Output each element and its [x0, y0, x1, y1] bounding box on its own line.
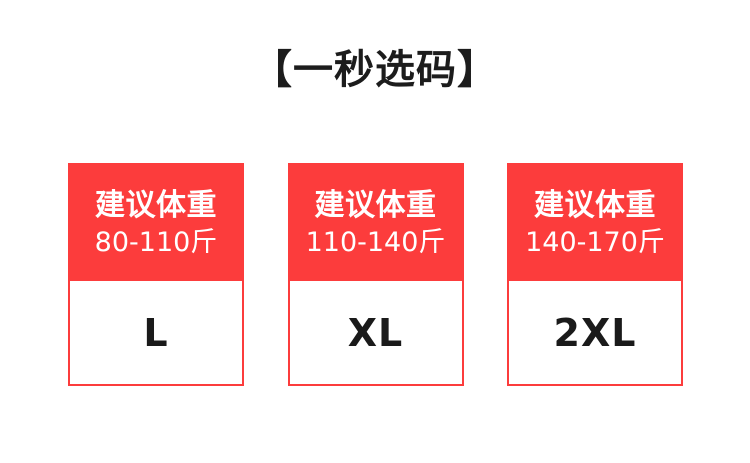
weight-range-value: 110-140斤 — [305, 226, 446, 258]
size-card[interactable]: 建议体重 110-140斤 XL — [287, 163, 464, 386]
size-card-header: 建议体重 110-140斤 — [287, 163, 464, 281]
size-value: XL — [347, 310, 404, 355]
size-value: 2XL — [553, 310, 637, 355]
page-title-container: 【一秒选码】 — [0, 44, 750, 96]
size-card-list: 建议体重 80-110斤 L 建议体重 110-140斤 XL 建议体重 140… — [68, 163, 683, 386]
recommended-weight-label: 建议体重 — [314, 187, 437, 223]
size-card-body[interactable]: 2XL — [507, 281, 683, 386]
recommended-weight-label: 建议体重 — [534, 187, 656, 223]
page-title: 【一秒选码】 — [252, 47, 498, 93]
size-card-body[interactable]: XL — [287, 281, 464, 386]
weight-range-value: 80-110斤 — [94, 226, 218, 258]
size-card-body[interactable]: L — [68, 281, 244, 386]
recommended-weight-label: 建议体重 — [95, 187, 217, 223]
size-card-header: 建议体重 140-170斤 — [507, 163, 683, 281]
size-card-header: 建议体重 80-110斤 — [68, 163, 244, 281]
size-card[interactable]: 建议体重 80-110斤 L — [68, 163, 244, 386]
size-card[interactable]: 建议体重 140-170斤 2XL — [507, 163, 683, 386]
weight-range-value: 140-170斤 — [525, 226, 665, 258]
size-value: L — [143, 310, 169, 355]
